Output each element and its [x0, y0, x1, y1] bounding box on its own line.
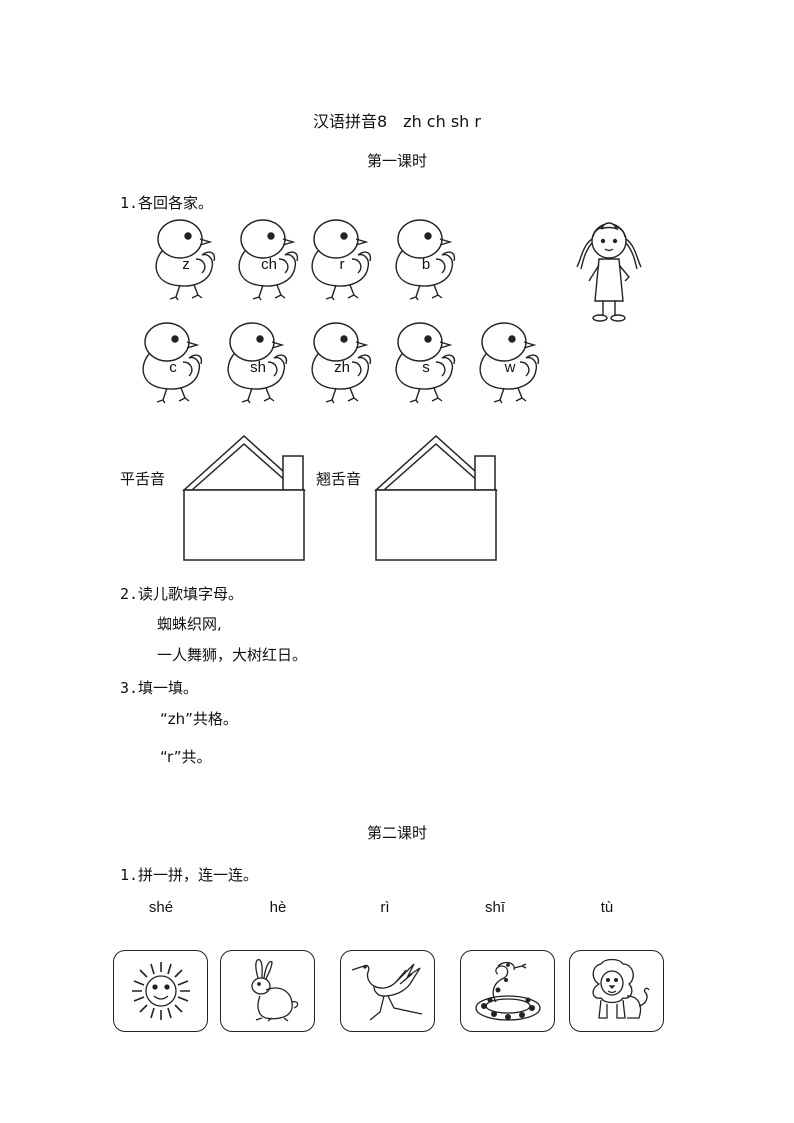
chick-letter: ch: [261, 256, 277, 273]
picture-card-sun[interactable]: [113, 950, 208, 1032]
chick-letter: s: [422, 359, 430, 376]
chick-card[interactable]: zh: [306, 318, 378, 404]
house-flat-target[interactable]: [180, 432, 308, 564]
rhyme-line: 一人舞狮，大树红日。: [157, 646, 308, 664]
chick-card[interactable]: r: [306, 215, 378, 301]
lion-icon: [591, 958, 650, 1019]
chick-card[interactable]: z: [150, 215, 222, 301]
chick-card[interactable]: b: [390, 215, 462, 301]
q1-label: 1.各回各家。: [120, 194, 214, 212]
picture-card-snake[interactable]: [460, 950, 555, 1032]
picture-card-rabbit[interactable]: [220, 950, 315, 1032]
chick-letter: z: [182, 256, 190, 273]
fill-line: “zh”共格。: [160, 710, 238, 728]
q3-label: 3.填一填。: [120, 679, 199, 697]
chick-letter: b: [421, 256, 431, 273]
rabbit-icon: [250, 958, 298, 1022]
picture-card-crane[interactable]: [340, 950, 435, 1032]
chick-letter: zh: [334, 359, 350, 376]
fill-line: “r”共。: [160, 748, 212, 766]
pinyin-word[interactable]: hè: [269, 899, 287, 916]
pinyin-word[interactable]: rì: [380, 899, 390, 916]
chick-letter: c: [169, 359, 177, 376]
lesson1-heading: 第一课时: [366, 152, 427, 170]
pinyin-word[interactable]: tù: [600, 899, 614, 916]
sun-icon: [131, 962, 190, 1020]
house-flat-label: 平舌音: [120, 470, 166, 488]
lesson2-q1-label: 1.拼一拼，连一连。: [120, 866, 259, 884]
rhyme-line: 蜘蛛织网,: [157, 615, 222, 633]
picture-card-lion[interactable]: [569, 950, 664, 1032]
house-curl-target[interactable]: [372, 432, 500, 564]
chick-letter: sh: [250, 359, 266, 376]
chick-card[interactable]: w: [474, 318, 546, 404]
chick-card[interactable]: s: [390, 318, 462, 404]
chick-letter: w: [504, 359, 516, 376]
chick-card[interactable]: ch: [233, 215, 305, 301]
page-title: 汉语拼音8 zh ch sh r: [313, 112, 481, 131]
chick-card[interactable]: sh: [222, 318, 294, 404]
chick-card[interactable]: c: [137, 318, 209, 404]
lesson2-heading: 第二课时: [366, 824, 427, 842]
q2-label: 2.读儿歌填字母。: [120, 585, 244, 603]
snake-icon: [474, 961, 541, 1021]
house-curl-label: 翘舌音: [316, 470, 362, 488]
pinyin-word[interactable]: shī: [484, 899, 505, 916]
crane-icon: [351, 963, 422, 1021]
girl-icon: [576, 222, 642, 322]
pinyin-word[interactable]: shé: [148, 899, 174, 916]
chick-letter: r: [339, 256, 345, 273]
